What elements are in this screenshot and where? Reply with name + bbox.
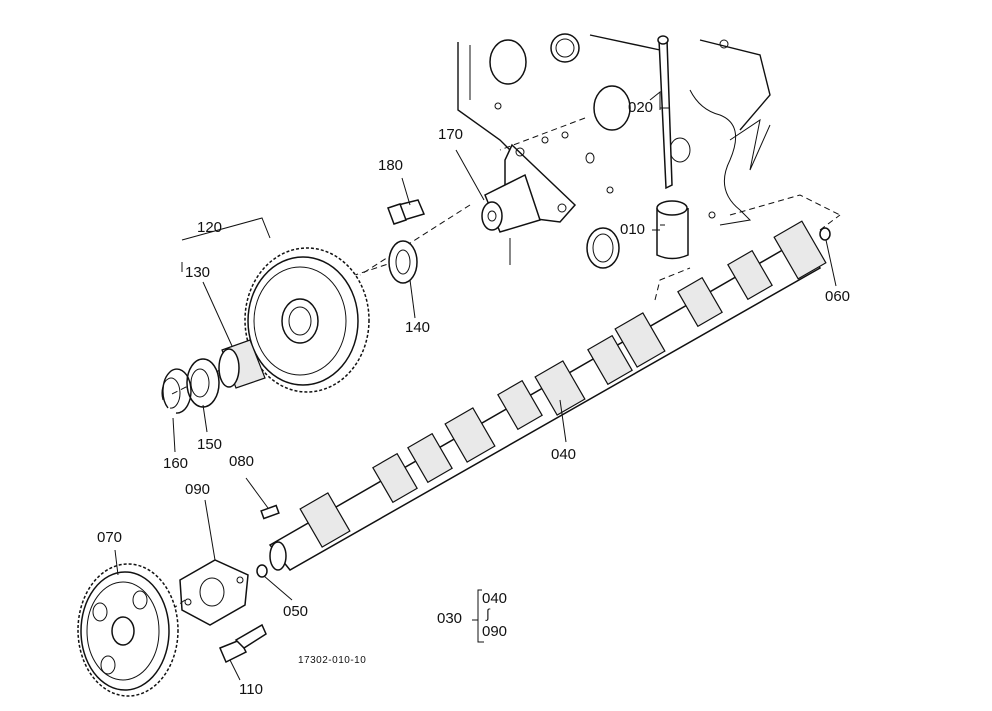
screw-050 [256, 564, 268, 578]
idle-gear [244, 247, 370, 393]
idle-gear-shaft [481, 143, 577, 265]
bushing [218, 339, 266, 389]
label-idle-gear: 120 [197, 219, 223, 236]
label-assembly-range-start: 040 [482, 590, 508, 607]
label-thrust-washer: 140 [405, 319, 431, 336]
label-bolt-110: 110 [239, 681, 263, 698]
label-010-pushrod: 020 [628, 99, 654, 116]
label-cam-gear: 070 [97, 529, 123, 546]
tappet [656, 200, 689, 260]
collar [186, 358, 220, 408]
snap-ring [161, 368, 192, 414]
bolt-110 [219, 623, 267, 664]
push-rod [657, 35, 673, 190]
label-collar: 150 [197, 436, 223, 453]
drawing-code: 17302-010-10 [298, 655, 367, 666]
label-snap-ring: 160 [163, 455, 189, 472]
label-bolt-180: 180 [378, 157, 404, 174]
label-assembly-range-end: 090 [482, 623, 508, 640]
label-assembly-range-sign: ∫ [486, 606, 490, 621]
plug-060 [819, 227, 831, 241]
cam-gear [77, 563, 179, 697]
bolt-180 [387, 199, 426, 225]
label-camshaft-assembly: 030 [437, 610, 463, 627]
label-idle-gear-shaft: 170 [438, 126, 464, 143]
label-thrust-plate: 090 [185, 481, 211, 498]
engine-block [457, 33, 841, 269]
label-camshaft: 040 [551, 446, 577, 463]
label-plug: 060 [825, 288, 851, 305]
label-bushing: 130 [185, 264, 211, 281]
thrust-washer [388, 240, 418, 284]
feather-key [260, 504, 280, 520]
label-screw-050: 050 [283, 603, 309, 620]
label-leaders [114, 107, 837, 681]
camshaft [268, 220, 827, 571]
label-feather-key: 080 [229, 453, 255, 470]
label-tappet: 010 [620, 221, 646, 238]
